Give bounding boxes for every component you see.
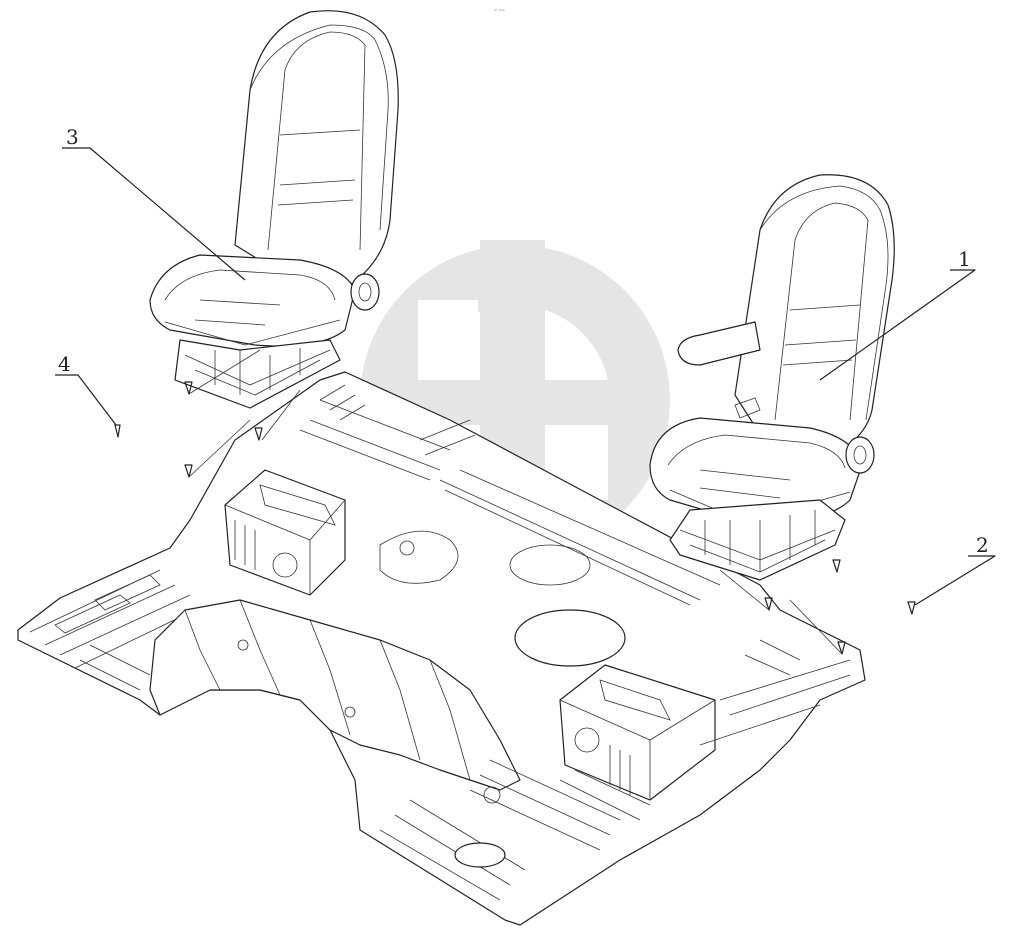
callout-labels: 1 2 3 4 [58, 125, 989, 557]
seat-right [649, 174, 895, 581]
callout-4: 4 [58, 352, 71, 376]
top-mark: ᵐ ᵒᵒᵒ [494, 9, 505, 15]
callout-2: 2 [976, 533, 989, 557]
callout-1: 1 [958, 247, 971, 271]
fastener-right [764, 559, 916, 655]
fastener-left [114, 381, 263, 478]
callout-3: 3 [66, 125, 79, 149]
leader-lines [55, 147, 996, 655]
seat-left [149, 10, 399, 409]
cab-floor-panel [17, 371, 866, 926]
